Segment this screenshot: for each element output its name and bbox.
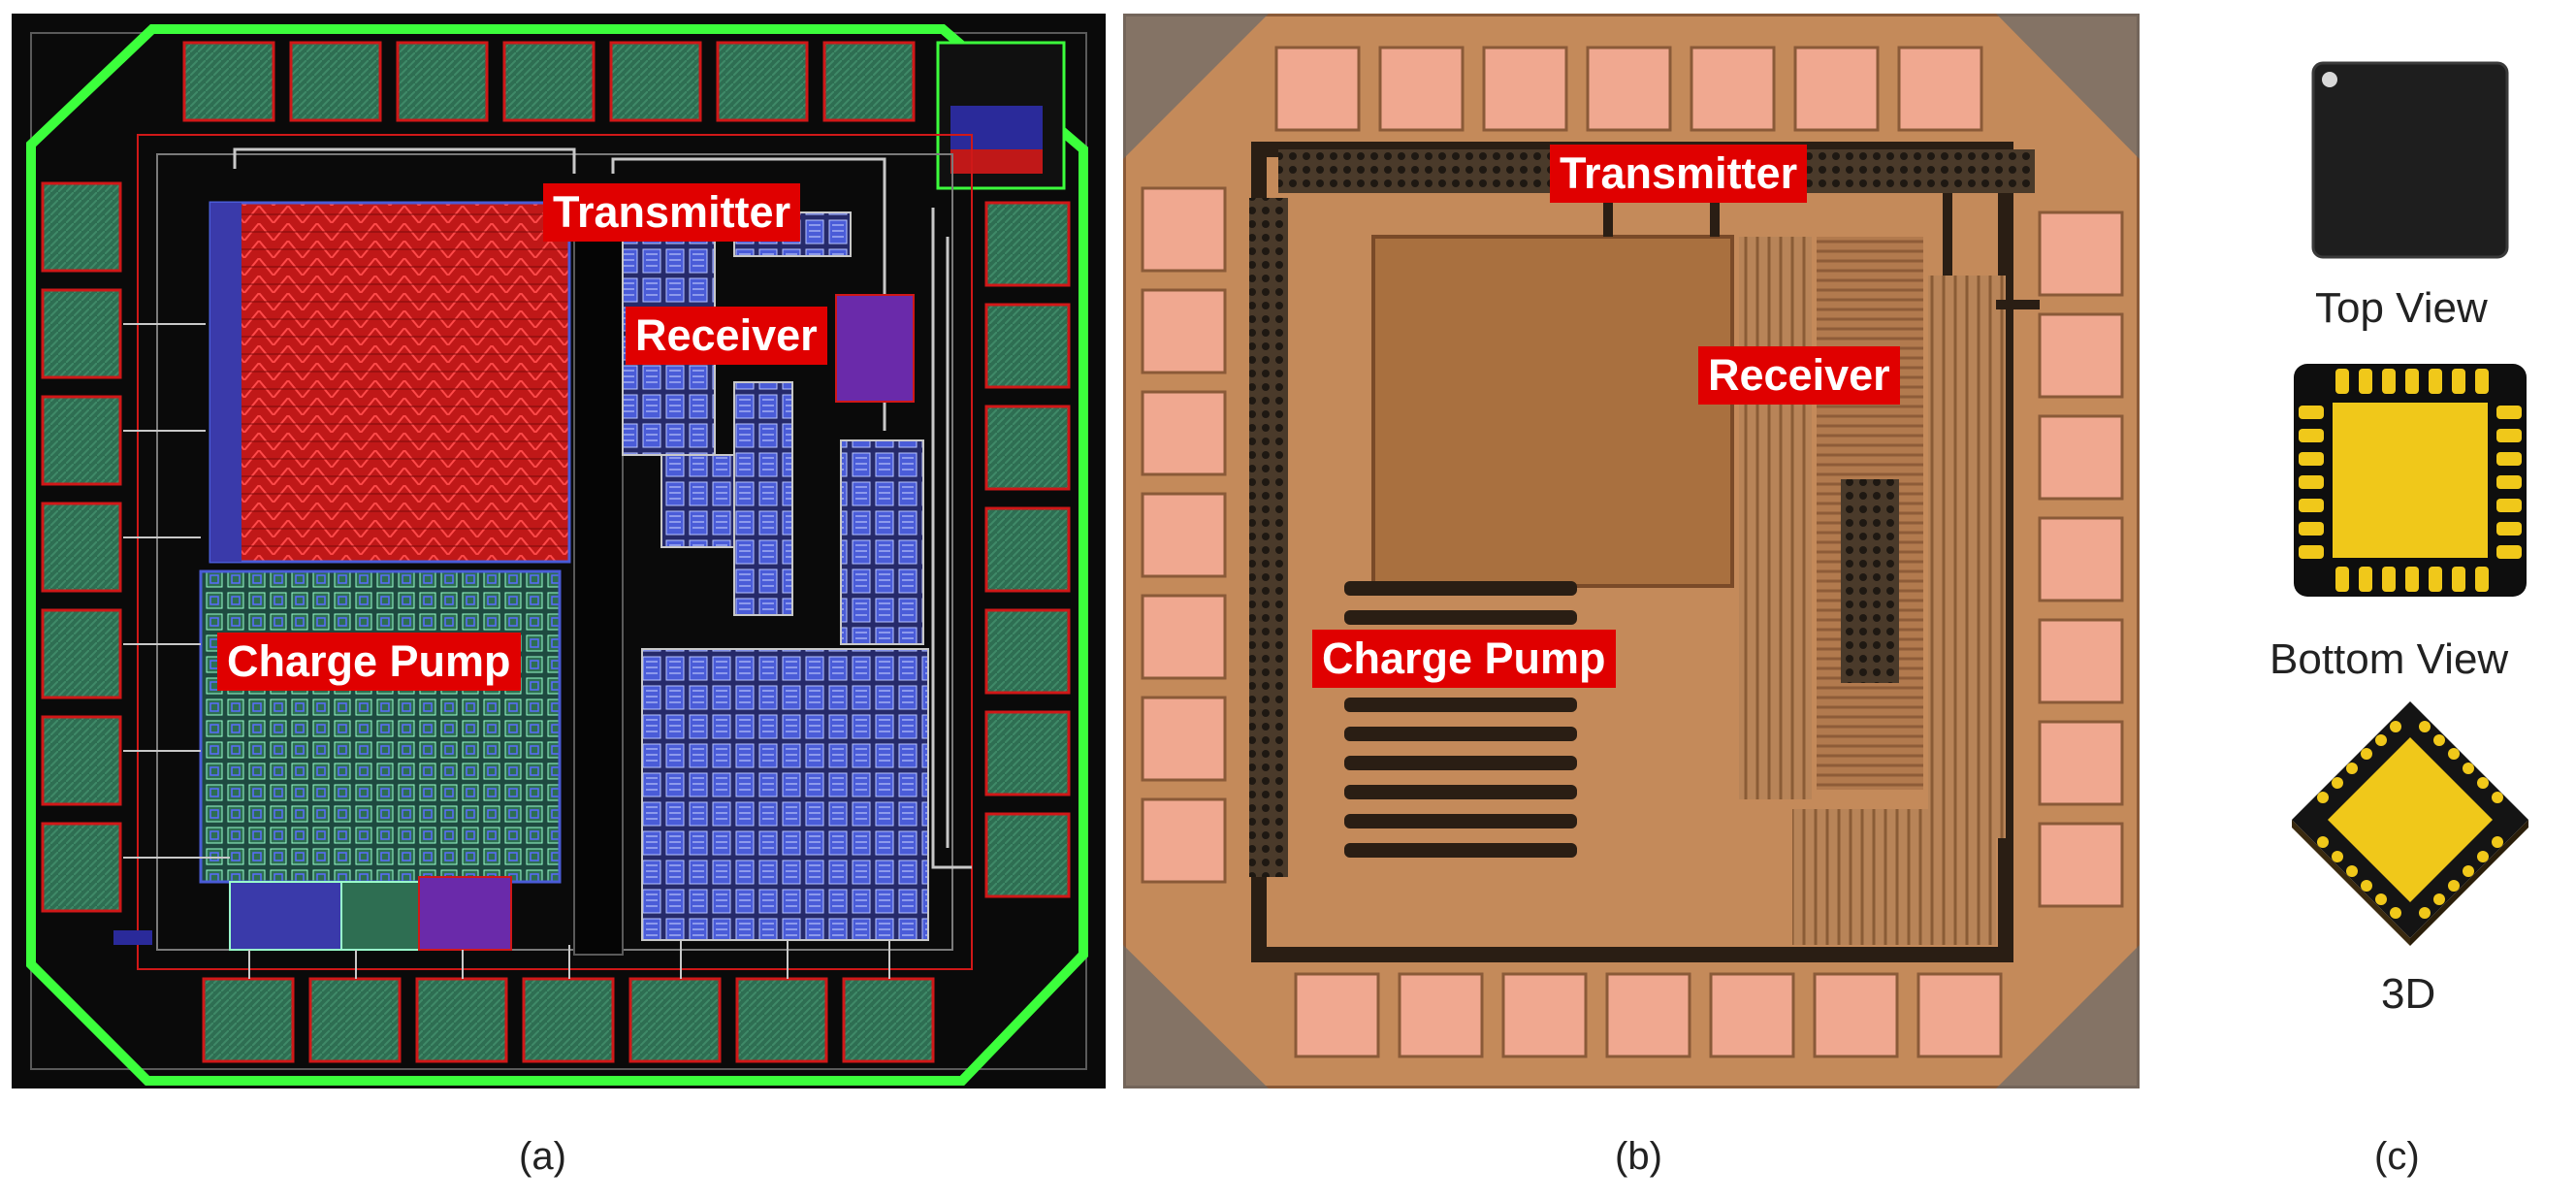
layout-receiver-label: Receiver — [626, 307, 827, 365]
3d-view-label: 3D — [2381, 970, 2436, 1018]
package-bottom-view-image — [2294, 364, 2527, 597]
bottom-view-label: Bottom View — [2270, 635, 2509, 683]
caption-a: (a) — [519, 1135, 566, 1178]
layout-transmitter-label: Transmitter — [543, 183, 801, 242]
die-receiver-label: Receiver — [1698, 346, 1900, 405]
die-transmitter-label: Transmitter — [1550, 145, 1808, 203]
package-panel: Top View — [2211, 0, 2576, 1202]
chip-layout-image — [12, 14, 1106, 1088]
die-charge-pump-label: Charge Pump — [1312, 630, 1616, 688]
caption-b: (b) — [1615, 1135, 1662, 1178]
caption-c: (c) — [2374, 1135, 2420, 1178]
package-3d-view-image — [2292, 701, 2528, 946]
layout-panel: Transmitter Receiver Charge Pump — [12, 14, 1106, 1088]
layout-charge-pump-label: Charge Pump — [217, 633, 521, 691]
die-photo-panel: Transmitter Receiver Charge Pump — [1123, 14, 2140, 1088]
die-photo-image — [1123, 14, 2140, 1088]
package-top-view-image — [2311, 61, 2509, 259]
top-view-label: Top View — [2315, 284, 2488, 332]
